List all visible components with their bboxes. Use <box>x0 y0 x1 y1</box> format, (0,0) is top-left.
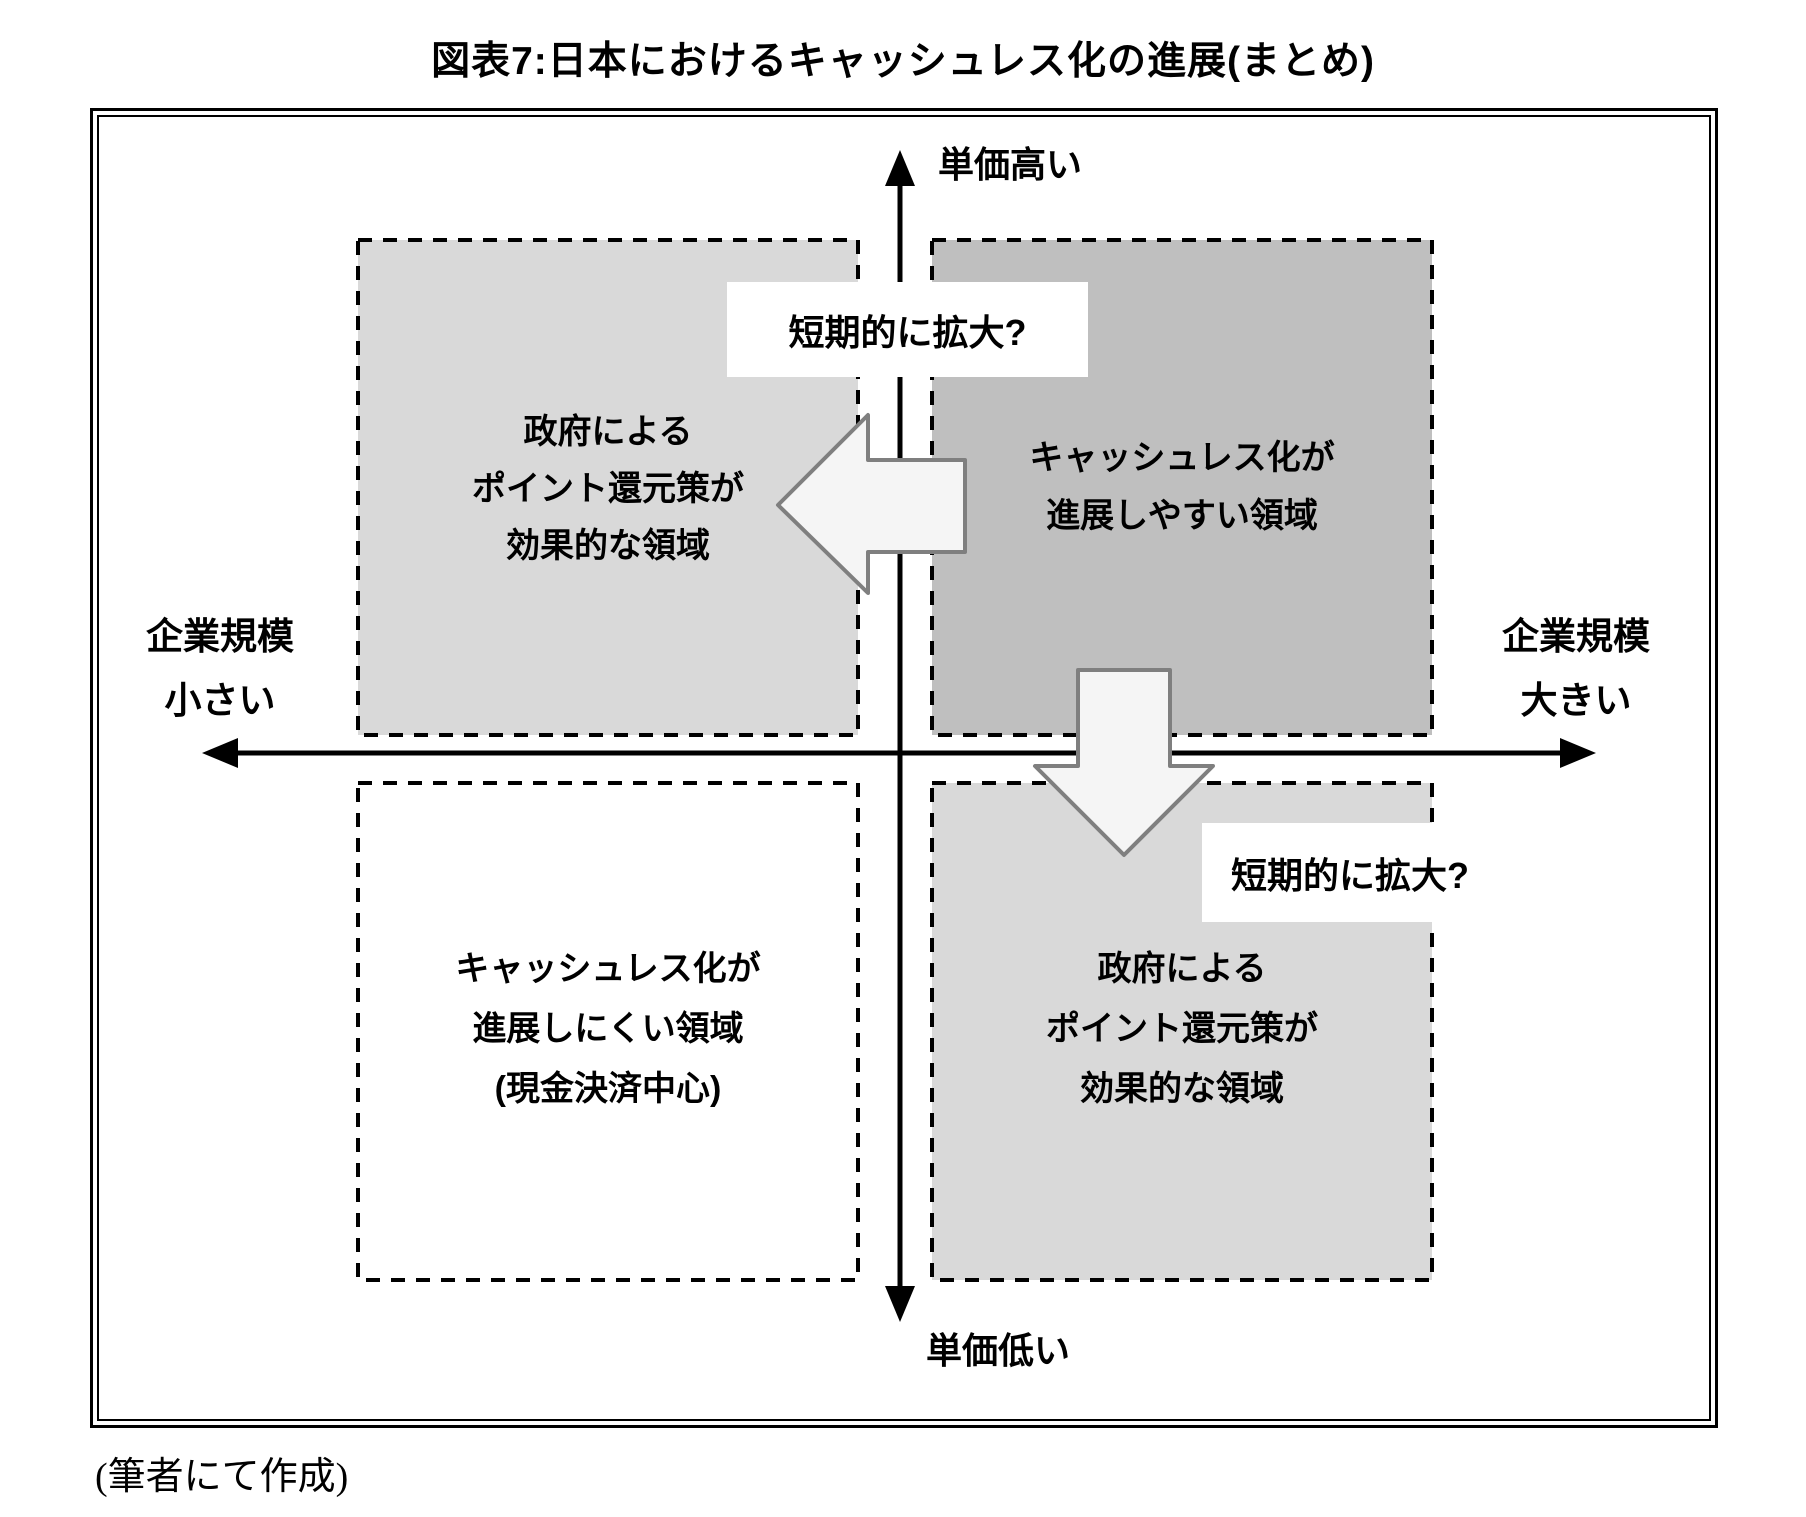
quadrant-top-left-text: 政府による ポイント還元策が 効果的な領域 <box>358 404 858 575</box>
quadrant-bottom-right-text: 政府による ポイント還元策が 効果的な領域 <box>932 939 1432 1119</box>
quadrant-top-left-line2: ポイント還元策が <box>472 470 744 508</box>
block-arrow-left-icon <box>776 413 967 595</box>
figure-frame <box>90 108 1718 1428</box>
axis-label-company-large-line1: 企業規模 <box>1502 616 1650 657</box>
callout-short-term-expand-bottom: 短期的に拡大? <box>1202 823 1498 922</box>
quadrant-top-right-text: キャッシュレス化が 進展しやすい領域 <box>932 429 1432 545</box>
vertical-axis-up-arrowhead-icon <box>885 150 915 186</box>
axis-label-company-small-line1: 企業規模 <box>146 616 294 657</box>
vertical-axis-down-arrowhead-icon <box>885 1286 915 1322</box>
block-arrow-down-icon <box>1033 668 1215 857</box>
axis-label-price-low: 単価低い <box>926 1330 1071 1371</box>
quadrant-top-right-line1: キャッシュレス化が <box>1029 439 1335 477</box>
quadrant-bottom-left-line3: (現金決済中心) <box>494 1070 722 1108</box>
axis-label-company-small: 企業規模 小さい <box>90 605 350 733</box>
quadrant-top-left-line1: 政府による <box>523 413 693 451</box>
figure-frame-inner-line <box>97 115 1711 1421</box>
horizontal-axis-right-arrowhead-icon <box>1560 738 1596 768</box>
axis-label-price-high: 単価高い <box>938 144 1083 185</box>
quadrant-bottom-left-box <box>356 781 860 1282</box>
quadrant-bottom-right-line3: 効果的な領域 <box>1080 1070 1284 1108</box>
horizontal-axis-left-arrowhead-icon <box>202 738 238 768</box>
axis-label-company-large-line2: 大きい <box>1520 680 1632 721</box>
callout-short-term-expand-top: 短期的に拡大? <box>727 282 1088 377</box>
quadrant-bottom-left-line2: 進展しにくい領域 <box>472 1010 744 1048</box>
quadrant-top-right-line2: 進展しやすい領域 <box>1046 497 1318 535</box>
quadrant-bottom-left-line1: キャッシュレス化が <box>455 950 761 988</box>
axis-label-company-large: 企業規模 大きい <box>1446 605 1706 733</box>
axis-label-company-small-line2: 小さい <box>164 680 276 721</box>
callout-short-term-expand-bottom-label: 短期的に拡大? <box>1231 854 1469 896</box>
source-note: (筆者にて作成) <box>95 1456 349 1498</box>
callout-short-term-expand-top-label: 短期的に拡大? <box>788 311 1027 353</box>
quadrant-bottom-left-text: キャッシュレス化が 進展しにくい領域 (現金決済中心) <box>358 939 858 1119</box>
figure-title: 図表7:日本におけるキャッシュレス化の進展(まとめ) <box>431 40 1375 83</box>
quadrant-bottom-right-line2: ポイント還元策が <box>1046 1010 1318 1048</box>
quadrant-bottom-right-line1: 政府による <box>1097 950 1267 988</box>
quadrant-top-left-line3: 効果的な領域 <box>506 527 710 565</box>
